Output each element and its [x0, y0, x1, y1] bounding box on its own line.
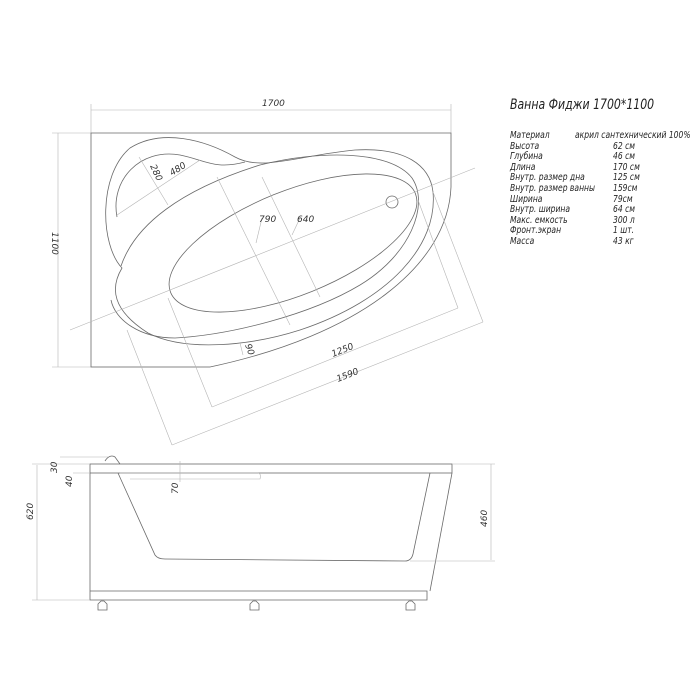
dim-90-label: 90 [242, 343, 255, 357]
outer-contour [90, 132, 452, 368]
rim-outline [105, 137, 434, 346]
dim-line-790 [216, 176, 291, 326]
leader-line [291, 217, 301, 236]
spec-label: Глубина [510, 151, 543, 163]
bath-bottom [168, 173, 418, 313]
dim-line-480 [116, 159, 201, 216]
foot [249, 600, 260, 611]
spec-label: Внутр. ширина [510, 204, 571, 216]
dim-620-label: 620 [26, 503, 36, 520]
rim-inner-line [110, 154, 419, 339]
feet [97, 600, 416, 611]
spec-label: Ширина [510, 193, 543, 205]
spec-value: 64 см [613, 204, 635, 216]
rim-top [89, 463, 453, 474]
dim-640-label: 640 [297, 215, 314, 225]
spec-value: 46 см [613, 151, 635, 163]
dim-line-90 [239, 342, 244, 356]
spec-value: 79см [613, 193, 633, 205]
spec-label: Высота [510, 140, 540, 152]
spec-value: акрил сантехнический 100% [575, 130, 691, 141]
spec-label: Фронт.экран [510, 225, 562, 237]
dim-1250-label: 1250 [330, 342, 355, 360]
dim-1590-label: 1590 [335, 367, 360, 385]
seat-lobe [115, 153, 246, 218]
drawing-title: Ванна Фиджи 1700*1100 [510, 97, 655, 113]
spec-label: Материал [510, 130, 550, 141]
dim-70-label: 70 [171, 482, 181, 494]
foot [405, 600, 416, 611]
spec-value: 1 шт. [613, 225, 635, 237]
drain-circle [385, 195, 399, 209]
leader-line [255, 217, 263, 244]
spec-value: 62 см [613, 140, 635, 152]
bath-bowl [117, 472, 431, 562]
dim-line-1250 [211, 307, 459, 408]
extension-line [417, 199, 459, 309]
dim-line-1590 [171, 321, 484, 446]
dim-280-label: 280 [147, 163, 163, 183]
extension-line [432, 191, 484, 323]
spec-value: 125 см [613, 172, 640, 184]
dim-line-640 [261, 176, 321, 298]
dim-line-280 [138, 156, 169, 206]
foot [97, 600, 108, 611]
dim-480-label: 480 [168, 161, 188, 179]
spec-value: 159см [613, 182, 638, 194]
spec-label: Масса [510, 235, 535, 247]
spec-label: Внутр. размер ванны [510, 182, 596, 194]
dim-460-label: 460 [480, 510, 490, 527]
dim-40-label: 40 [65, 475, 75, 487]
spec-label: Внутр. размер дна [510, 172, 585, 184]
top-view: 1700 1100 280 480 790 640 90 1250 1590 [49, 99, 484, 446]
spec-value: 300 л [613, 214, 635, 226]
extension-line [126, 329, 173, 446]
side-view: 620 30 40 70 460 [26, 455, 495, 611]
dim-length-label: 1700 [262, 99, 285, 109]
center-line [69, 167, 476, 331]
spec-value: 43 кг [613, 235, 634, 247]
dim-30-label: 30 [50, 461, 60, 473]
spec-value: 170 см [613, 161, 640, 173]
spec-label: Макс. емкость [510, 214, 568, 226]
headrest [104, 455, 121, 465]
extension-line [167, 297, 213, 408]
dim-790-label: 790 [259, 215, 276, 225]
spec-label: Длина [510, 161, 536, 173]
dim-width-label: 1100 [49, 232, 59, 255]
seat-line [120, 472, 261, 480]
front-panel [89, 473, 428, 601]
side-slant [429, 472, 453, 592]
